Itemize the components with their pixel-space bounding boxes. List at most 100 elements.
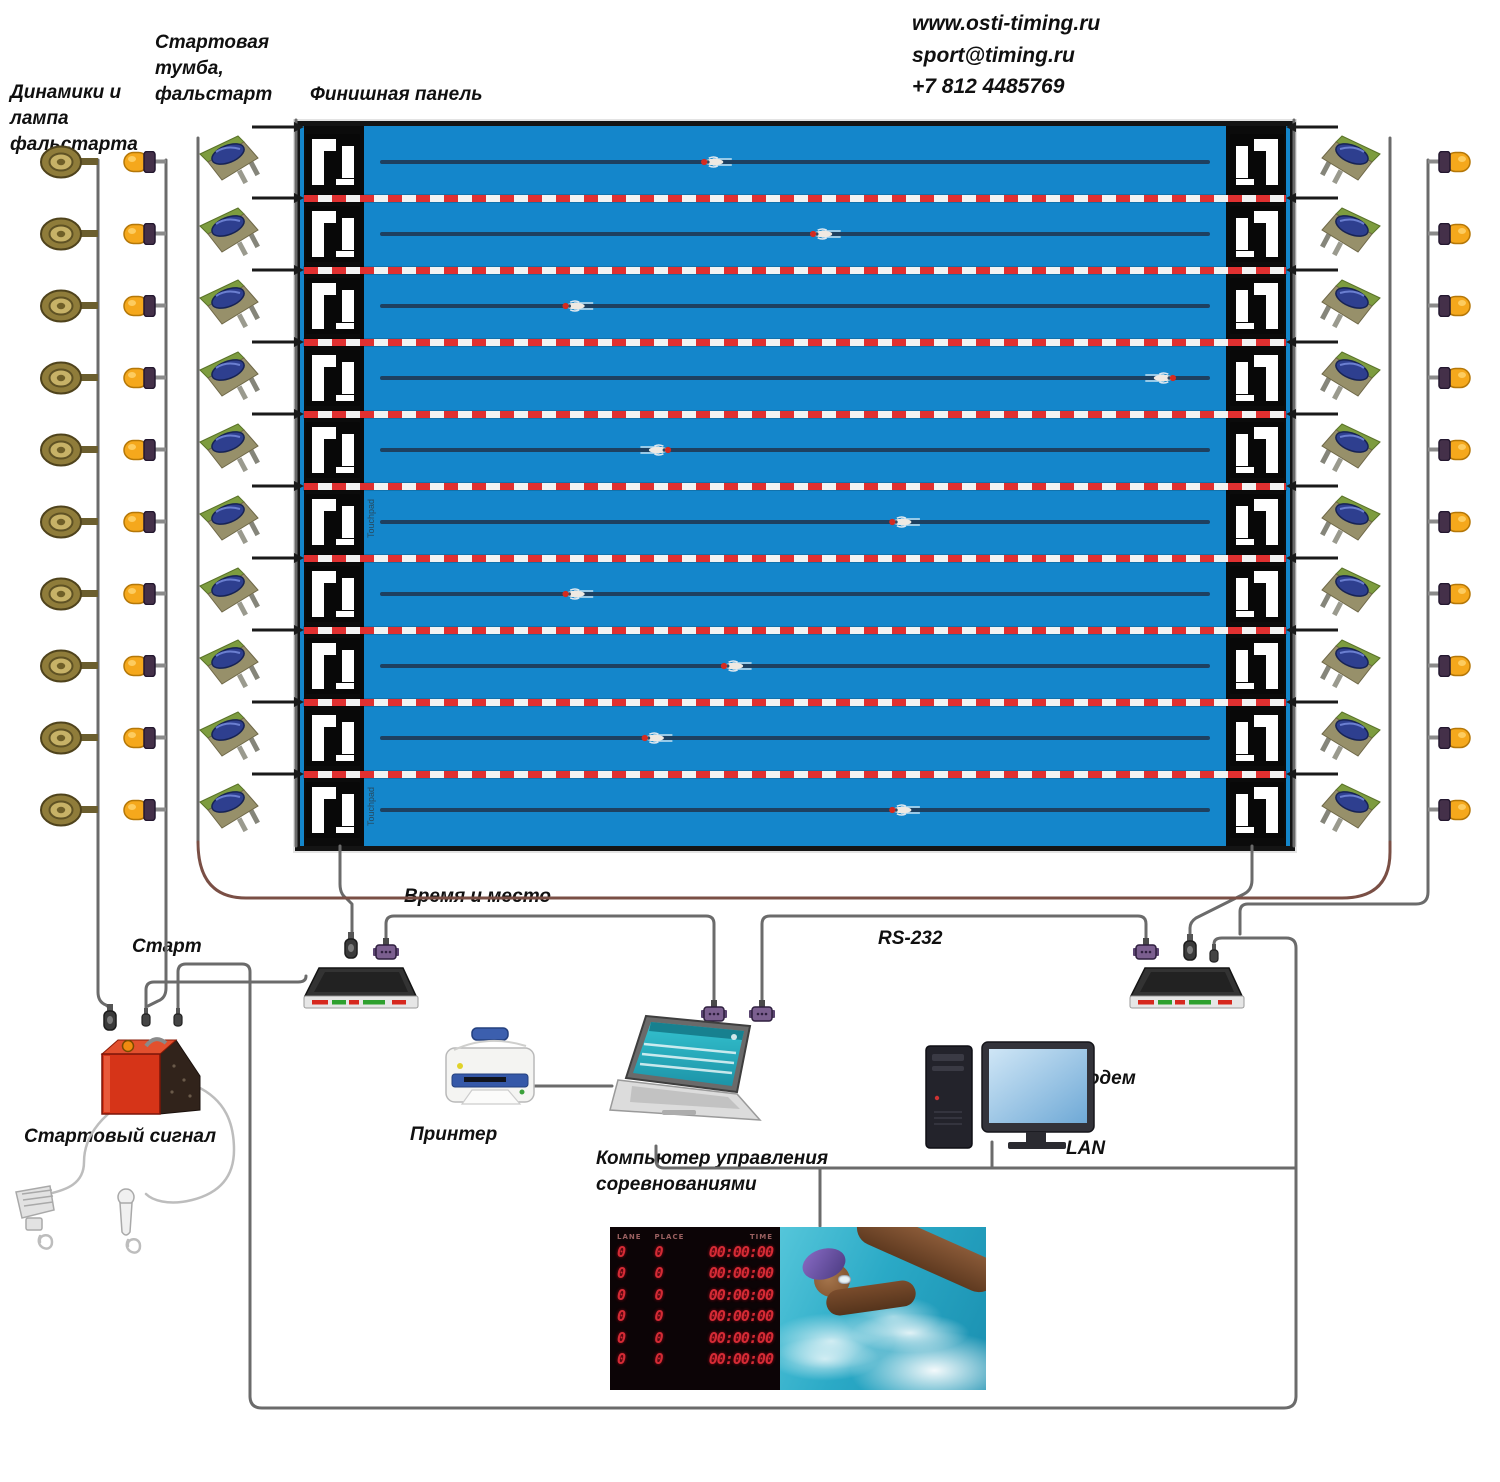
serial-connector <box>373 938 399 959</box>
false-start-lamp-icon <box>1428 296 1470 317</box>
starting-block-icon <box>200 136 260 184</box>
false-start-loop-cable <box>196 840 1392 900</box>
false-start-lamp-icon <box>124 584 166 605</box>
starting-block-icon <box>1320 352 1380 400</box>
false-start-lamp-icon <box>1428 584 1470 605</box>
monitor <box>981 1041 1095 1149</box>
scoreboard-value: 0 <box>654 1350 664 1369</box>
starting-block-icon <box>200 784 260 832</box>
false-start-lamp-icon <box>1428 152 1470 173</box>
speaker-icon <box>41 651 98 682</box>
label-printer: Принтер <box>410 1124 498 1145</box>
speaker-icon <box>41 723 98 754</box>
scoreboard-header: LANE PLACE TIME <box>617 1233 773 1241</box>
cable-connector <box>1184 934 1196 960</box>
touchpad-vertical-label: Touchpad <box>366 786 376 826</box>
speaker-icon <box>41 291 98 322</box>
start-signal-box <box>100 1037 201 1115</box>
lane-center-line <box>380 304 1210 308</box>
scoreboard-value: 00:00:00 <box>708 1264 774 1283</box>
microphone-coil <box>125 1238 142 1254</box>
microphone <box>117 1188 135 1236</box>
starting-block-icon <box>1320 136 1380 184</box>
laptop-computer <box>609 1014 762 1121</box>
lane-rope <box>304 483 1286 490</box>
scoreboard-value: 00:00:00 <box>708 1350 774 1369</box>
scoreboard-value: 00:00:00 <box>708 1328 774 1347</box>
label-lan: LAN <box>1066 1138 1106 1159</box>
starting-block-icon <box>200 712 260 760</box>
false-start-lamp-icon <box>124 728 166 749</box>
lane-rope <box>304 699 1286 706</box>
false-start-lamp-icon <box>1428 224 1470 245</box>
touchpad-vertical-label: Touchpad <box>366 498 376 538</box>
lane-center-line <box>380 664 1210 668</box>
contact-info: www.osti-timing.ru sport@timing.ru +7 81… <box>912 8 1100 103</box>
starting-block-icon <box>1320 424 1380 472</box>
starting-block-icon <box>1320 712 1380 760</box>
scoreboard-col-time: TIME <box>749 1233 773 1241</box>
starting-block-icon <box>200 496 260 544</box>
desktop-computer <box>925 1041 1095 1149</box>
label-start-signal: Стартовый сигнал <box>24 1126 217 1147</box>
label-computer: Компьютер управления соревнованиями <box>596 1148 829 1196</box>
timing-console-right <box>1130 968 1244 1008</box>
starting-block-icon <box>200 352 260 400</box>
cable-connector <box>345 932 357 958</box>
cable-connector <box>1210 944 1218 962</box>
lane-center-line <box>380 808 1210 812</box>
speaker-icon <box>41 795 98 826</box>
lane-rope <box>304 627 1286 634</box>
false-start-lamp-icon <box>124 296 166 317</box>
contact-email: sport@timing.ru <box>912 43 1075 67</box>
touchpad-cable-right <box>1188 844 1254 942</box>
scoreboard-col-lane: LANE <box>617 1233 642 1241</box>
starting-block-icon <box>200 640 260 688</box>
lane-center-line <box>380 520 1210 524</box>
horn-speaker <box>15 1185 55 1231</box>
cable-connector <box>104 1004 116 1030</box>
lane-center-line <box>380 232 1210 236</box>
scoreboard-col-place: PLACE <box>654 1233 685 1241</box>
label-start: Старт <box>132 936 202 957</box>
false-start-lamp-icon <box>124 800 166 821</box>
false-start-lamp-icon <box>1428 440 1470 461</box>
scoreboard-value: 0 <box>617 1328 627 1347</box>
false-start-lamp-icon <box>1428 512 1470 533</box>
speaker-icon <box>41 435 98 466</box>
starting-block-icon <box>1320 280 1380 328</box>
label-speakers-lamp: Динамики и лампа фальстарта <box>10 82 138 156</box>
scoreboard-value: 0 <box>617 1264 627 1283</box>
false-start-lamp-icon <box>124 512 166 533</box>
scoreboard-value: 0 <box>617 1350 627 1369</box>
photo-goggles <box>838 1275 851 1284</box>
lane-rope <box>304 339 1286 346</box>
label-rs232: RS-232 <box>878 928 943 949</box>
lane-rope <box>304 411 1286 418</box>
time-place-cable <box>384 914 716 1004</box>
starting-block-icon <box>1320 568 1380 616</box>
contact-website: www.osti-timing.ru <box>912 12 1101 35</box>
speaker-icon <box>41 579 98 610</box>
speaker-icon <box>41 363 98 394</box>
lane-center-line <box>380 592 1210 596</box>
serial-connector <box>701 1000 727 1021</box>
scoreboard-value: 0 <box>654 1307 664 1326</box>
scoreboard-value: 00:00:00 <box>708 1285 774 1304</box>
cable-connector <box>174 1008 182 1026</box>
contact-phone: +7 812 4485769 <box>912 75 1065 98</box>
rs232-cable <box>760 914 1148 1004</box>
starting-block-icon <box>1320 496 1380 544</box>
speaker-bus-cable <box>96 158 112 1010</box>
speaker-icon <box>41 219 98 250</box>
scoreboard-row: 0 0 00:00:00 <box>617 1349 774 1371</box>
photo-splash <box>780 1337 880 1381</box>
timing-console-left <box>304 968 418 1008</box>
lane-rope <box>304 771 1286 778</box>
lane-center-line <box>380 160 1210 164</box>
